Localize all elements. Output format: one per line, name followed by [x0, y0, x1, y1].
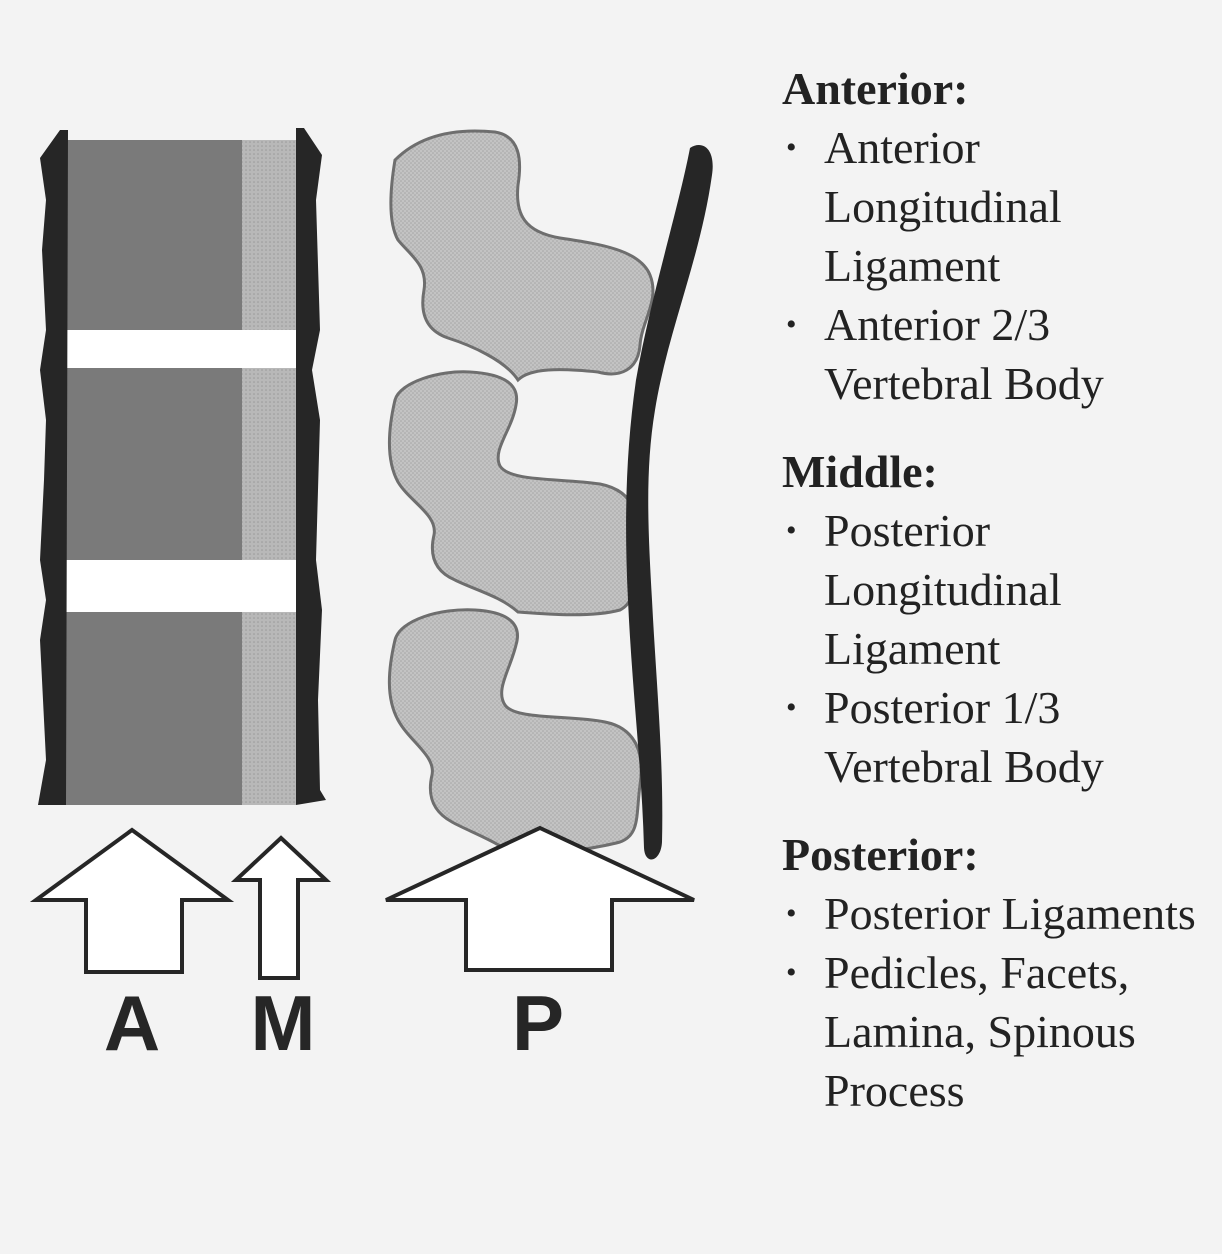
- list-item-text: Posterior Longitudinal Ligament: [824, 505, 1062, 674]
- posterior-column-label: P: [512, 979, 564, 1067]
- posterior-elements: [387, 129, 655, 860]
- bullet-icon: •: [786, 308, 797, 341]
- posterior-element-3: [387, 608, 643, 860]
- legend-heading: Posterior:: [782, 829, 979, 880]
- column-legend: Anterior: • Anterior Longitudinal Ligamen…: [782, 60, 1212, 1150]
- middle-column-label: M: [251, 979, 316, 1067]
- list-item-text: Posterior 1/3 Vertebral Body: [824, 682, 1104, 792]
- legend-section-middle: Middle: • Posterior Longitudinal Ligament…: [782, 443, 1212, 796]
- list-item: • Anterior 2/3 Vertebral Body: [782, 295, 1212, 413]
- legend-list: • Anterior Longitudinal Ligament • Anterio…: [782, 118, 1212, 413]
- middle-column-arrow: [230, 835, 332, 980]
- intervertebral-disc-2: [66, 560, 296, 612]
- list-item-text: Anterior Longitudinal Ligament: [824, 122, 1062, 291]
- vertebral-body-3-anterior: [66, 612, 242, 805]
- bullet-icon: •: [786, 956, 797, 989]
- bullet-icon: •: [786, 897, 797, 930]
- posterior-ligaments: [626, 145, 713, 860]
- vertebral-body-2-middle: [242, 368, 296, 560]
- vertebral-body-1-anterior: [66, 140, 242, 330]
- posterior-element-2: [387, 370, 638, 617]
- legend-heading: Middle:: [782, 446, 938, 497]
- legend-heading: Anterior:: [782, 63, 969, 114]
- vertebral-body-3-middle: [242, 612, 296, 805]
- anterior-longitudinal-ligament: [38, 130, 68, 805]
- legend-section-posterior: Posterior: • Posterior Ligaments • Pedicle…: [782, 826, 1212, 1120]
- list-item: • Pedicles, Facets, Lamina, Spinous Proce…: [782, 943, 1212, 1120]
- posterior-column-arrow: [385, 825, 695, 972]
- anterior-column-arrow: [29, 827, 235, 974]
- posterior-element-1: [389, 129, 655, 383]
- anterior-column-label: A: [104, 979, 160, 1067]
- bullet-icon: •: [786, 131, 797, 164]
- vertebral-body-2-anterior: [66, 368, 242, 560]
- spine-three-column-diagram: A M P: [29, 128, 713, 1067]
- posterior-longitudinal-ligament: [296, 128, 326, 805]
- list-item: • Posterior 1/3 Vertebral Body: [782, 678, 1212, 796]
- list-item: • Anterior Longitudinal Ligament: [782, 118, 1212, 295]
- list-item-text: Anterior 2/3 Vertebral Body: [824, 299, 1104, 409]
- legend-section-anterior: Anterior: • Anterior Longitudinal Ligamen…: [782, 60, 1212, 413]
- legend-list: • Posterior Longitudinal Ligament • Poster…: [782, 501, 1212, 796]
- vertebral-body-1-middle: [242, 140, 296, 330]
- intervertebral-disc-1: [66, 330, 296, 368]
- vertebral-body-column: [66, 140, 296, 805]
- legend-list: • Posterior Ligaments • Pedicles, Facets, …: [782, 884, 1212, 1120]
- bullet-icon: •: [786, 691, 797, 724]
- list-item-text: Posterior Ligaments: [824, 888, 1196, 939]
- list-item: • Posterior Longitudinal Ligament: [782, 501, 1212, 678]
- list-item: • Posterior Ligaments: [782, 884, 1212, 943]
- list-item-text: Pedicles, Facets, Lamina, Spinous Proces…: [824, 947, 1136, 1116]
- bullet-icon: •: [786, 514, 797, 547]
